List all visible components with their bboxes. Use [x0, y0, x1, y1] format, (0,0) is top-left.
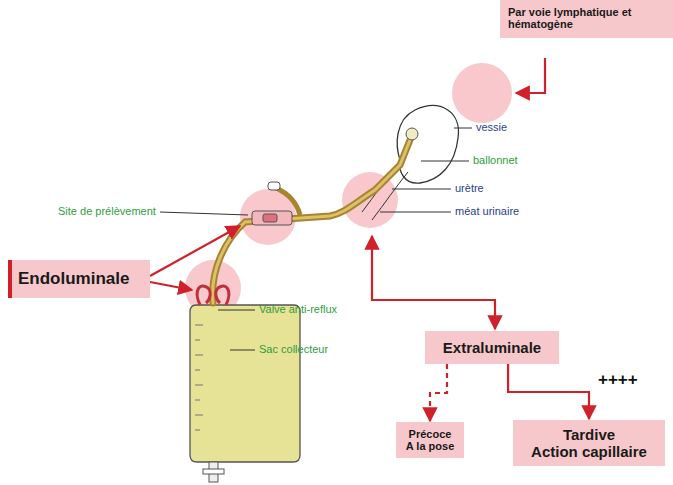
node-text: Par voie lymphatique et hématogène — [508, 6, 667, 30]
part-label: Sac collecteur — [259, 343, 328, 355]
connector-arrow — [508, 364, 589, 419]
node-text: Précoce — [399, 428, 461, 440]
organ-label: vessie — [476, 121, 507, 133]
organ-label: urètre — [455, 182, 484, 194]
node-text: Extraluminale — [431, 339, 553, 356]
node-text: Action capillaire — [517, 443, 661, 460]
endoluminal-box: Endoluminale — [8, 260, 150, 298]
connector-arrow — [430, 364, 447, 421]
node-text: Tardive — [517, 426, 661, 443]
emphasis-mark: ++++ — [598, 370, 638, 390]
late-box: TardiveAction capillaire — [513, 420, 665, 466]
extraluminal-box: Extraluminale — [425, 331, 559, 364]
node-text: Endoluminale — [18, 269, 144, 289]
node-text: A la pose — [399, 440, 461, 452]
part-label: ballonnet — [473, 154, 518, 166]
organ-label: méat urinaire — [455, 205, 519, 217]
early-box: PrécoceA la pose — [396, 422, 464, 458]
source-box: Par voie lymphatique et hématogène — [500, 0, 673, 38]
part-label: Site de prélèvement — [58, 205, 156, 217]
part-label: Valve anti-reflux — [259, 303, 337, 315]
